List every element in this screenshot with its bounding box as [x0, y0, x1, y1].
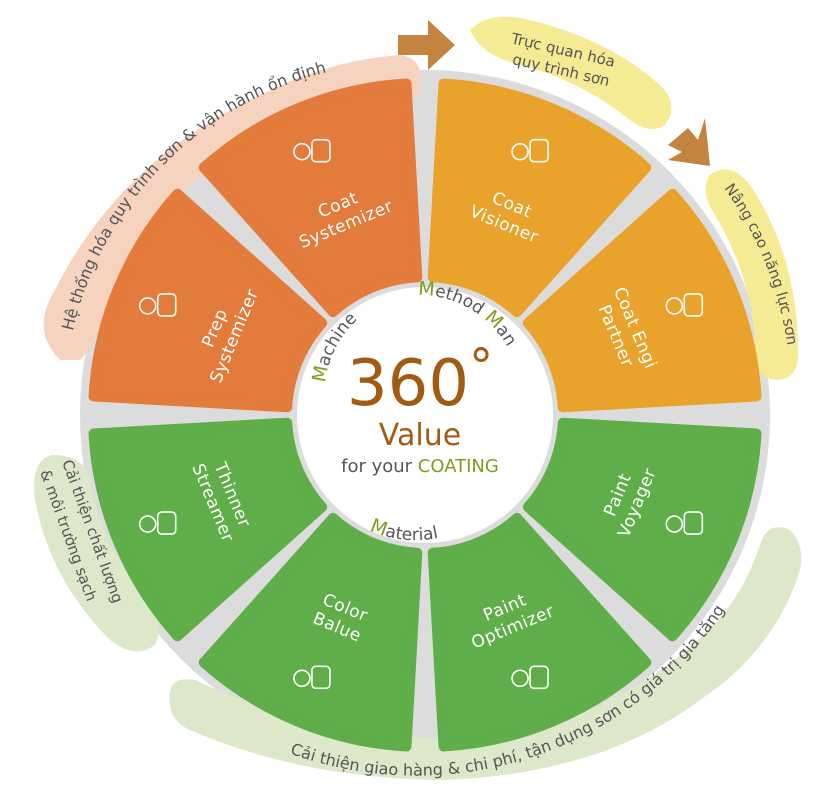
center-value: Value — [379, 418, 461, 453]
center-360: 360° — [347, 339, 493, 421]
solvent-containers-icon — [138, 511, 177, 535]
vapor-paint-can-icon — [293, 665, 331, 690]
band-yellow-top-shape — [470, 16, 672, 130]
icon-part — [511, 142, 529, 161]
segment-prep-systemizer — [88, 188, 328, 413]
icon-part — [311, 138, 331, 163]
band-yellow-top — [470, 16, 672, 130]
band-green-bottom-shape — [169, 527, 802, 780]
material-rest: aterial — [384, 521, 440, 545]
ring-word-method-man: Method Man — [418, 278, 521, 350]
icon-part — [529, 138, 549, 163]
map-paint-can-icon — [665, 511, 704, 535]
ring-word-material: Material — [367, 515, 439, 546]
band-green-left-shape — [34, 455, 159, 652]
arrow-right-shape — [398, 20, 455, 70]
band-yellow-right — [705, 169, 799, 380]
icon-part — [511, 669, 529, 688]
icon-part — [293, 669, 311, 688]
band-yellow-right-shape — [705, 169, 799, 380]
handshake-star-icon — [665, 293, 704, 317]
segment-coat-systemizer — [198, 78, 423, 318]
icon-part — [311, 665, 331, 690]
center-for-your-text: for your — [341, 456, 418, 477]
method-initial: M — [418, 278, 436, 301]
icon-part — [156, 293, 177, 317]
arrow-right — [398, 20, 455, 70]
segment-paint-voyager — [522, 417, 762, 642]
center-degree: ° — [469, 339, 493, 395]
arrow-down-shape — [668, 118, 710, 166]
segment-color-balue — [198, 512, 423, 752]
segment-paint-optimizer — [427, 512, 652, 752]
material-initial: M — [367, 515, 390, 541]
icon-part — [665, 297, 684, 315]
center-circle — [297, 287, 553, 543]
segment-coat-visioner — [427, 78, 652, 318]
machine-initial: M — [308, 364, 333, 384]
center-coating: COATING — [418, 456, 499, 477]
icon-part — [683, 293, 704, 317]
icon-part — [156, 511, 177, 535]
icon-part — [683, 511, 704, 535]
icon-part — [138, 297, 157, 315]
segment-thinner-streamer — [88, 417, 328, 642]
icon-part — [138, 515, 157, 533]
factory-inspection-icon — [511, 138, 549, 163]
gear-globe-icon — [138, 293, 177, 317]
icon-part — [293, 142, 311, 161]
segment-coat-engi-partner — [522, 188, 762, 413]
band-green-left — [34, 455, 159, 652]
paint-can-transfer-icon — [511, 665, 549, 690]
band-green-bottom — [169, 527, 802, 780]
center-big-number: 360 — [347, 347, 469, 421]
gear-paint-can-icon — [293, 138, 331, 163]
icon-part — [665, 515, 684, 533]
arrow-down — [668, 118, 710, 166]
icon-part — [529, 665, 549, 690]
center-for-your: for your COATING — [341, 456, 499, 477]
